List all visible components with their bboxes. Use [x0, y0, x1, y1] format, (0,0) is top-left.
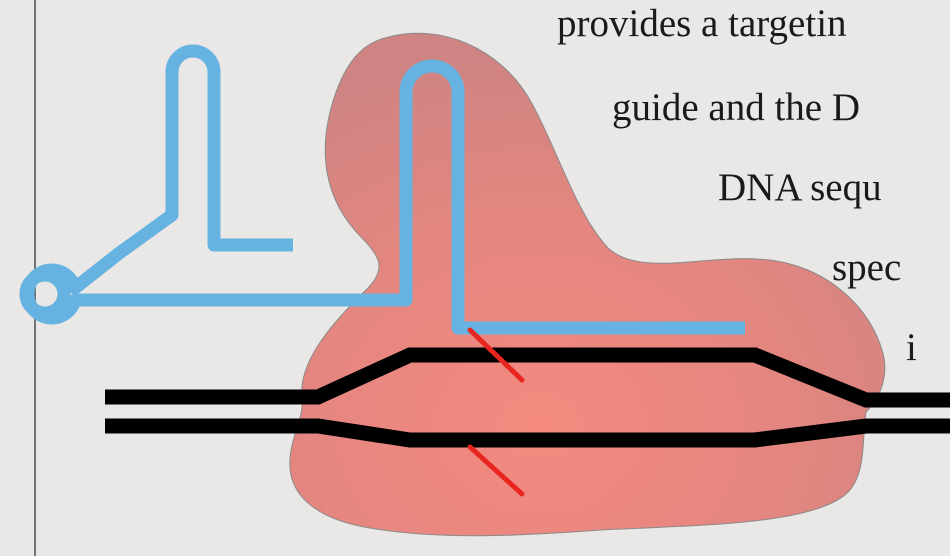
- caption-line-1: provides a targetin: [557, 2, 847, 45]
- guide-rna-end-circle: [26, 275, 64, 313]
- caption-line-3: DNA sequ: [718, 166, 882, 209]
- caption-line-2: guide and the D: [612, 86, 860, 129]
- caption-line-5: i: [906, 326, 917, 369]
- caption-line-4: spec: [832, 246, 901, 289]
